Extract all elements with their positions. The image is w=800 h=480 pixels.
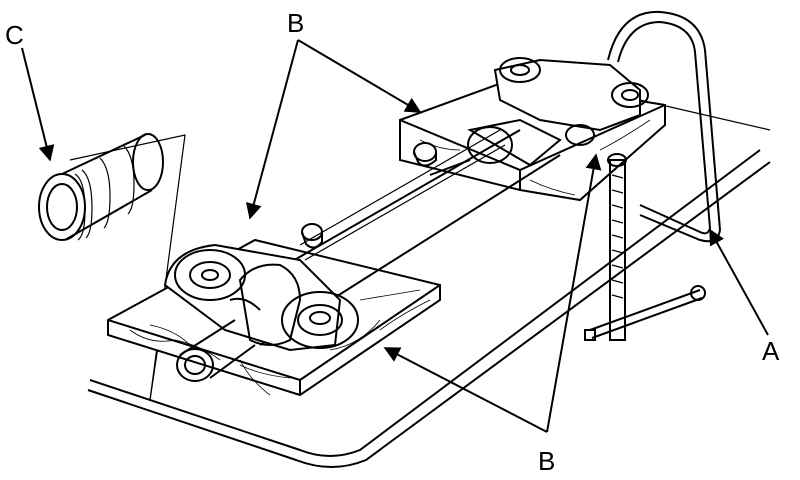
- guide-lines: [69, 134, 186, 401]
- label-c: C: [5, 20, 24, 50]
- leader-b-top-right: [297, 39, 422, 113]
- leader-b-bottom-right: [546, 153, 602, 433]
- leader-c: [21, 47, 55, 162]
- label-b-top: B: [287, 8, 304, 38]
- leader-b-bottom-left: [383, 347, 548, 433]
- tube-end: [176, 319, 256, 382]
- label-a: A: [762, 336, 780, 366]
- rubber-stops: [301, 142, 437, 249]
- rear-bracket: [467, 57, 649, 167]
- label-b-bottom: B: [538, 446, 555, 476]
- front-bracket: [163, 243, 359, 352]
- leader-b-top-left: [246, 39, 299, 220]
- leader-lines: [21, 39, 769, 433]
- bushing-c: [38, 133, 164, 241]
- leader-a: [709, 228, 769, 336]
